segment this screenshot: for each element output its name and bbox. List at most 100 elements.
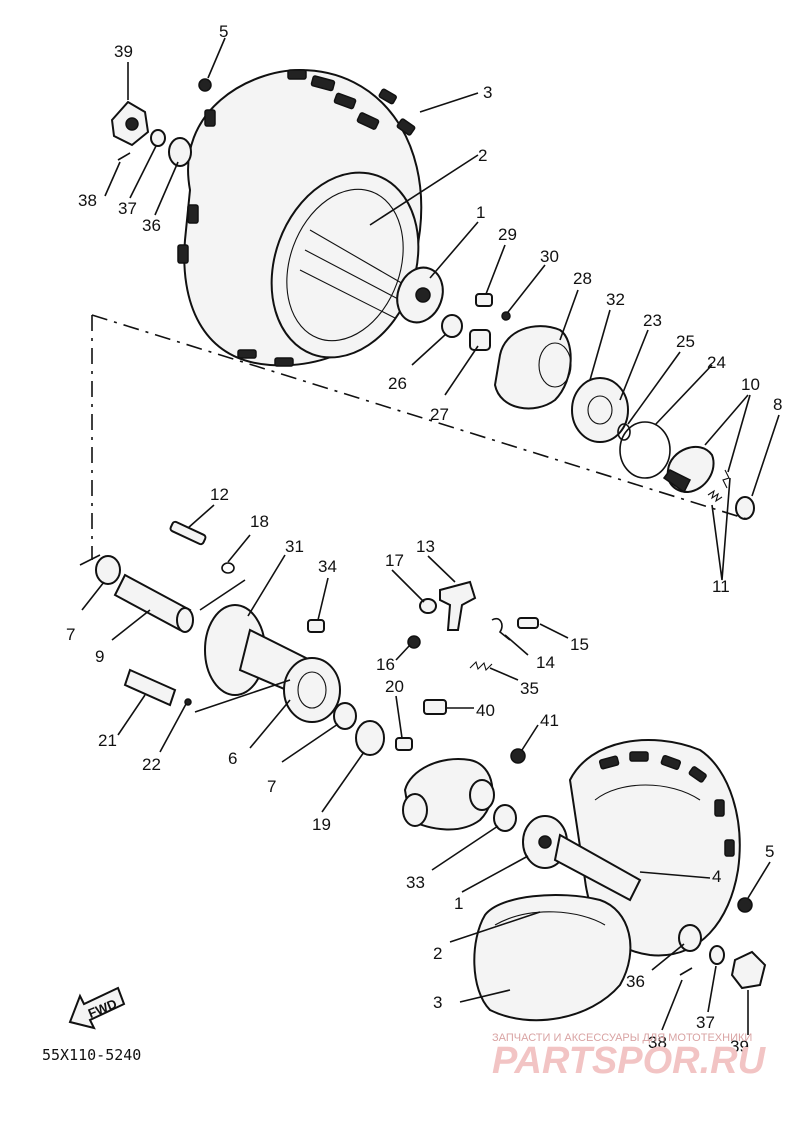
brake-shoe-10 xyxy=(662,445,715,494)
fwd-arrow: FWD xyxy=(68,986,126,1030)
collar-21 xyxy=(123,668,177,707)
hub-upper xyxy=(396,266,444,324)
callout: 11 xyxy=(712,577,730,596)
callout: 6 xyxy=(228,749,237,768)
collar-27 xyxy=(469,329,491,351)
callout: 26 xyxy=(388,374,407,393)
callout: 40 xyxy=(476,701,495,720)
callout: 16 xyxy=(376,655,395,674)
nut-37b xyxy=(709,945,725,965)
leader-lines xyxy=(81,37,780,1035)
callout: 41 xyxy=(540,711,559,730)
callout: 5 xyxy=(765,842,774,861)
callout: 36 xyxy=(626,972,645,991)
callout: 35 xyxy=(520,679,539,698)
brake-drum-28 xyxy=(493,325,572,410)
callout: 8 xyxy=(773,395,782,414)
callout: 18 xyxy=(250,512,269,531)
collar-9 xyxy=(113,573,194,633)
oring-25 xyxy=(617,423,631,441)
callout: 24 xyxy=(707,353,726,372)
callout: 28 xyxy=(573,269,592,288)
callout: 21 xyxy=(98,731,117,750)
nut-41 xyxy=(510,748,526,764)
brake-shoe-plate-32 xyxy=(571,377,629,443)
callout: 22 xyxy=(142,755,161,774)
callout: 15 xyxy=(570,635,589,654)
callout: 34 xyxy=(318,557,337,576)
callout: 29 xyxy=(498,225,517,244)
callout: 32 xyxy=(606,290,625,309)
seal-7a xyxy=(95,555,121,585)
callout: 4 xyxy=(712,867,721,886)
washer-36a xyxy=(168,137,192,167)
callout: 2 xyxy=(478,146,487,165)
bolt-30 xyxy=(501,311,511,321)
callout: 37 xyxy=(118,199,137,218)
nut-26 xyxy=(441,314,463,338)
bolt-34 xyxy=(307,619,325,633)
bolt-20 xyxy=(395,737,413,751)
callout: 14 xyxy=(536,653,555,672)
nut-16 xyxy=(407,635,421,649)
callout: 30 xyxy=(540,247,559,266)
hub-6 xyxy=(283,657,341,723)
callout: 25 xyxy=(676,332,695,351)
callout: 12 xyxy=(210,485,229,504)
callout: 9 xyxy=(95,647,104,666)
spring-35 xyxy=(469,660,493,672)
nut-5b xyxy=(737,897,753,913)
callout: 7 xyxy=(267,777,276,796)
callout: 27 xyxy=(430,405,449,424)
watermark: ЗАПЧАСТИ И АКСЕССУАРЫ ДЛЯ МОТОТЕХНИКИ PA… xyxy=(492,1032,767,1082)
callout: 39 xyxy=(114,42,133,61)
callout-labels: 39 5 3 2 38 37 36 1 29 30 28 32 23 25 24… xyxy=(66,22,782,1056)
callout: 33 xyxy=(406,873,425,892)
bolt-40 xyxy=(423,699,447,715)
link-14 xyxy=(491,617,511,641)
axle-nut-39b xyxy=(730,950,767,990)
callout: 10 xyxy=(741,375,760,394)
nut-37a xyxy=(150,129,166,147)
final-drive-case xyxy=(402,758,495,831)
diagram-code: 55X110-5240 xyxy=(42,1046,141,1064)
clip-17 xyxy=(419,598,437,614)
watermark-caption: ЗАПЧАСТИ И АКСЕССУАРЫ ДЛЯ МОТОТЕХНИКИ xyxy=(492,1032,752,1044)
seal-33 xyxy=(493,804,517,832)
center-line-diag xyxy=(91,314,751,521)
callout: 19 xyxy=(312,815,331,834)
callout: 38 xyxy=(78,191,97,210)
washer-36b xyxy=(678,924,702,952)
callout: 17 xyxy=(385,551,404,570)
hub-lower xyxy=(522,815,642,902)
pin-22 xyxy=(184,698,192,706)
callout: 5 xyxy=(219,22,228,41)
bolt-29 xyxy=(475,293,493,307)
brake-arm-13 xyxy=(439,580,477,631)
upper-tire xyxy=(177,68,423,367)
callout: 20 xyxy=(385,677,404,696)
washer-19 xyxy=(355,720,385,756)
axle-nut-39a xyxy=(110,100,150,147)
callout: 36 xyxy=(142,216,161,235)
callout: 3 xyxy=(483,83,492,102)
nut-5a xyxy=(198,78,212,92)
spring-11 xyxy=(707,469,730,503)
callout: 23 xyxy=(643,311,662,330)
callout: 7 xyxy=(66,625,75,644)
clip-18 xyxy=(221,562,235,574)
callout: 3 xyxy=(433,993,442,1012)
lower-tread-blocks xyxy=(598,751,735,857)
seal-8 xyxy=(735,496,755,520)
bolt-15 xyxy=(517,617,539,629)
seal-7b xyxy=(333,702,357,730)
bolt-12 xyxy=(169,520,207,546)
callout: 39 xyxy=(730,1037,749,1056)
lower-rim xyxy=(473,894,632,1022)
callout: 1 xyxy=(454,894,463,913)
callout: 13 xyxy=(416,537,435,556)
ring-24 xyxy=(619,421,671,479)
tread-blocks xyxy=(177,69,416,367)
callout: 2 xyxy=(433,944,442,963)
